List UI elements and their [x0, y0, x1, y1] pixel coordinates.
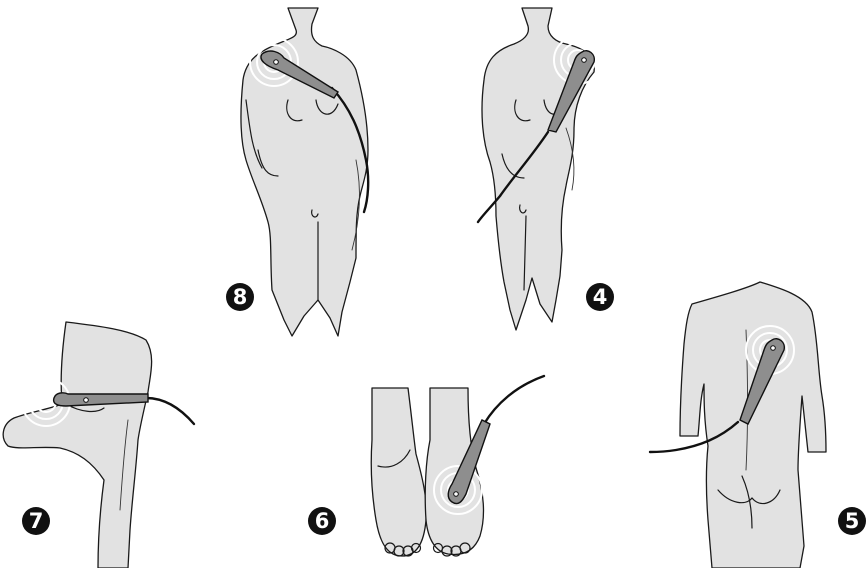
number-badge-7: 7	[22, 507, 50, 535]
number-badge-4: 4	[586, 283, 614, 311]
torso-back	[680, 282, 826, 568]
svg-text:5: 5	[845, 509, 860, 533]
torso-front-right	[241, 8, 368, 336]
figure-feet-sole: 6	[308, 376, 544, 556]
svg-text:6: 6	[315, 509, 330, 533]
probe-cable	[146, 398, 194, 424]
left-foot	[371, 388, 426, 556]
figure-front-right-shoulder: 8	[226, 8, 368, 336]
right-foot	[425, 388, 483, 554]
figure-side-thigh: 7	[3, 322, 194, 568]
number-badge-8: 8	[226, 283, 254, 311]
figure-front-left-shoulder: 4	[478, 8, 614, 330]
figure-back-upper: 5	[650, 282, 866, 568]
number-badge-6: 6	[308, 507, 336, 535]
number-badge-5: 5	[838, 507, 866, 535]
svg-text:7: 7	[29, 509, 44, 533]
leg-side	[3, 322, 151, 568]
svg-text:8: 8	[233, 285, 248, 309]
svg-text:4: 4	[593, 285, 608, 309]
probe-cable	[484, 376, 544, 424]
